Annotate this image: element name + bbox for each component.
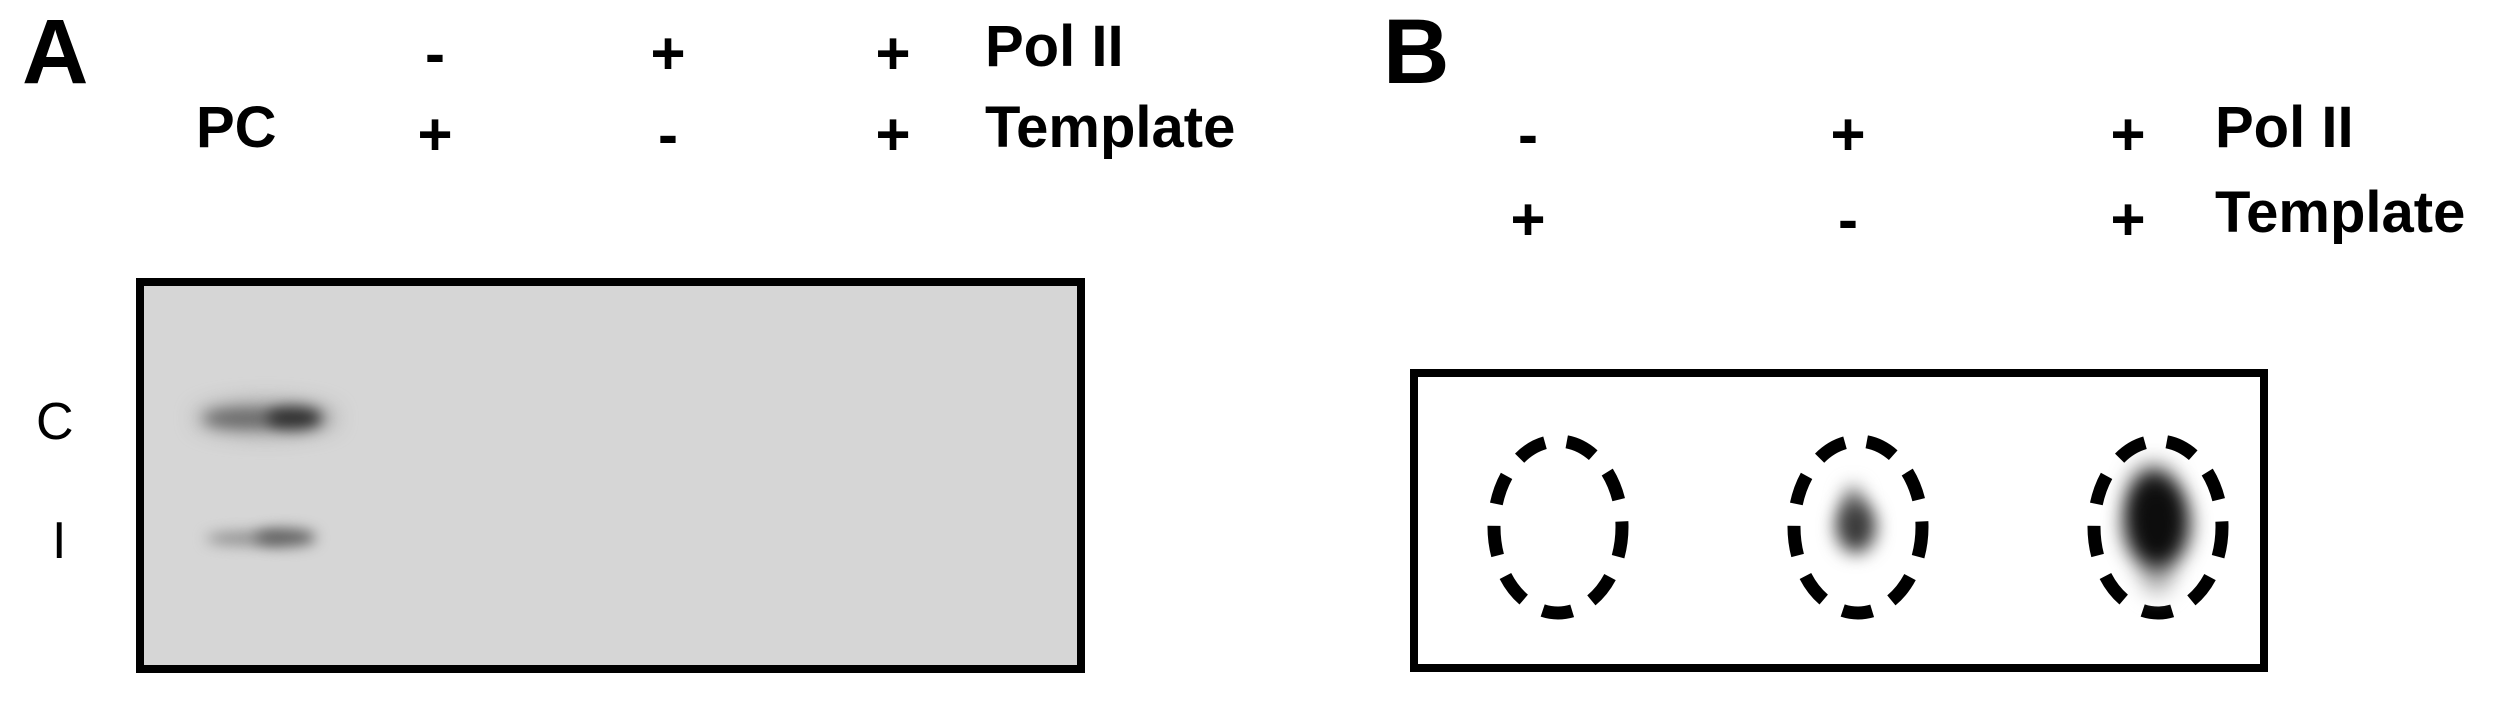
gel-band-i-right bbox=[254, 529, 316, 546]
dashed-circle-icon bbox=[1787, 434, 1929, 620]
panel-a-gel-image bbox=[136, 278, 1085, 673]
panel-b-template-lane2-value: - bbox=[1838, 186, 1858, 253]
panel-a-template-lane3-value: + bbox=[875, 101, 911, 168]
panel-a-side-label-i: I bbox=[52, 512, 67, 570]
blot-spot-lane2 bbox=[1784, 429, 1932, 625]
panel-a-letter: A bbox=[22, 1, 88, 103]
panel-a-side-label-c: C bbox=[36, 393, 74, 451]
panel-a-pc-lane-label: PC bbox=[196, 95, 277, 160]
gel-band-c-right bbox=[266, 407, 322, 429]
blot-spot-lane1 bbox=[1484, 429, 1632, 625]
blot-spot-lane3 bbox=[2084, 429, 2232, 625]
panel-a-template-lane2-value: - bbox=[658, 101, 678, 168]
panel-b-pol-lane2-value: + bbox=[1830, 101, 1866, 168]
panel-b-blot-image bbox=[1410, 369, 2268, 672]
panel-b-pol-lane3-value: + bbox=[2110, 101, 2146, 168]
panel-b-pol-lane1-value: - bbox=[1518, 101, 1538, 168]
panel-a-template-row-label: Template bbox=[985, 95, 1236, 160]
dashed-circle-icon bbox=[1487, 434, 1629, 620]
blot-signal-lane2-core bbox=[1836, 501, 1876, 553]
panel-a-template-lane1-value: + bbox=[417, 101, 453, 168]
panel-b-template-lane1-value: + bbox=[1510, 186, 1546, 253]
panel-b-template-row-label: Template bbox=[2215, 180, 2466, 245]
panel-a-pol-lane1-value: - bbox=[425, 20, 445, 87]
panel-b-pol-row-label: Pol II bbox=[2215, 95, 2354, 160]
panel-b-letter: B bbox=[1383, 1, 1449, 103]
blot-signal-lane3-core bbox=[2124, 479, 2190, 569]
dashed-circle-icon bbox=[2087, 434, 2229, 620]
panel-a-pol-row-label: Pol II bbox=[985, 14, 1124, 79]
panel-b-template-lane3-value: + bbox=[2110, 186, 2146, 253]
panel-a-pol-lane2-value: + bbox=[650, 20, 686, 87]
panel-a-pol-lane3-value: + bbox=[875, 20, 911, 87]
